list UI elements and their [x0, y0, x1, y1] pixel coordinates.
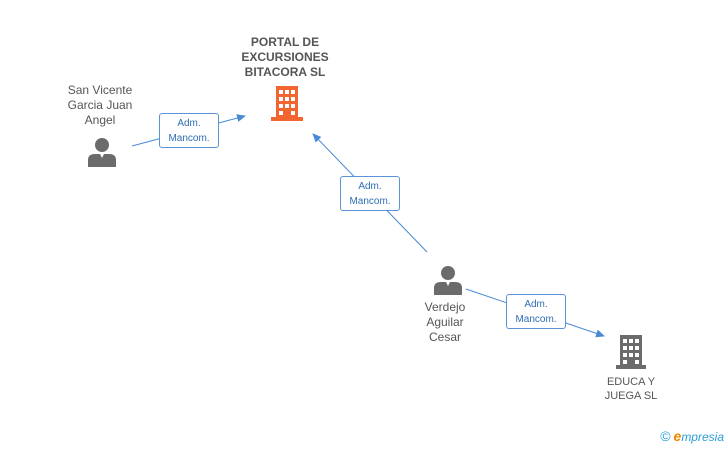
edge-role-line: Adm.	[177, 118, 201, 129]
edge-label-verdejo-educa[interactable]: Adm. Mancom.	[506, 294, 566, 329]
person-icon[interactable]	[87, 137, 117, 167]
company-name-line: PORTAL DE	[250, 35, 320, 49]
copyright-icon: ©	[660, 428, 671, 444]
person-icon[interactable]	[433, 265, 463, 295]
building-icon[interactable]	[271, 86, 303, 121]
company-name-educa[interactable]: EDUCA Y JUEGA SL	[583, 375, 679, 403]
edge-role-line: Mancom.	[515, 314, 557, 325]
edge-label-sanvicente-portal[interactable]: Adm. Mancom.	[159, 113, 219, 148]
edge-role-line: Adm.	[358, 181, 382, 192]
person-name-sanvicente[interactable]: San Vicente Garcia Juan Angel	[50, 83, 150, 128]
person-name-line: Verdejo	[424, 300, 466, 314]
company-name-line: JUEGA SL	[604, 390, 658, 402]
building-icon[interactable]	[616, 335, 646, 369]
edge-label-verdejo-portal[interactable]: Adm. Mancom.	[340, 176, 400, 211]
company-name-portal[interactable]: PORTAL DE EXCURSIONES BITACORA SL	[224, 35, 346, 80]
person-name-line: Cesar	[428, 330, 461, 344]
person-name-line: Aguilar	[426, 315, 464, 329]
edge-role-line: Mancom.	[349, 196, 391, 207]
brand-name: mpresia	[681, 430, 724, 444]
company-name-line: BITACORA SL	[244, 65, 326, 79]
person-name-line: Garcia Juan	[67, 98, 133, 112]
company-name-line: EDUCA Y	[606, 376, 656, 388]
edge-role-line: Adm.	[524, 299, 548, 310]
company-name-line: EXCURSIONES	[241, 50, 329, 64]
edge-role-line: Mancom.	[168, 133, 210, 144]
person-name-verdejo[interactable]: Verdejo Aguilar Cesar	[395, 300, 495, 345]
brand-initial: e	[673, 428, 682, 444]
brand-watermark: ©empresia	[660, 428, 724, 444]
person-name-line: Angel	[84, 113, 116, 127]
person-name-line: San Vicente	[67, 83, 133, 97]
